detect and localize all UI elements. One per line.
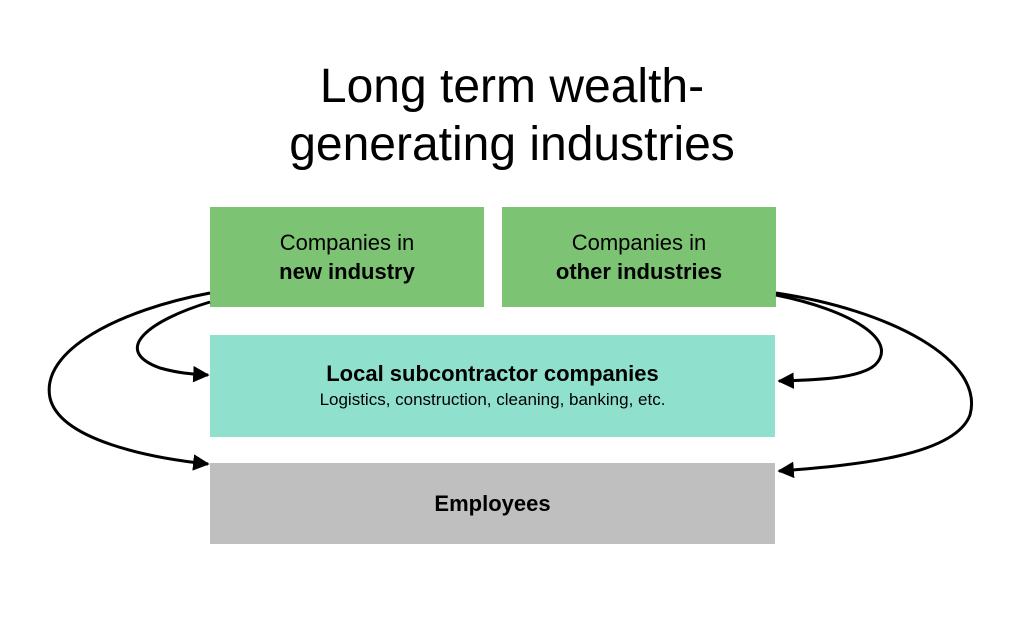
other-industries-line-1: Companies in bbox=[571, 230, 707, 255]
other-industries-line-2: other industries bbox=[555, 259, 723, 284]
arrow-new-to-employees bbox=[47, 291, 211, 471]
arrow-new-to-subcontractors bbox=[135, 300, 211, 383]
arrow-other-to-employees bbox=[775, 291, 974, 479]
employees-label: Employees bbox=[434, 490, 551, 516]
new-industry-line-1: Companies in bbox=[279, 230, 415, 255]
subcontractors-title: Local subcontractor companies bbox=[326, 361, 659, 386]
arrow-other-to-subcontractors bbox=[775, 293, 883, 389]
new-industry-line-2: new industry bbox=[279, 259, 415, 284]
other-industries-box: Companies in other industries bbox=[502, 207, 776, 307]
diagram-title: Long term wealth- generating industries bbox=[0, 58, 1024, 174]
new-industry-box: Companies in new industry bbox=[210, 207, 484, 307]
subcontractors-box: Local subcontractor companies Logistics,… bbox=[210, 335, 775, 437]
employees-box: Employees bbox=[210, 463, 775, 544]
title-line-2: generating industries bbox=[289, 118, 735, 171]
subcontractors-subtitle: Logistics, construction, cleaning, banki… bbox=[319, 390, 666, 409]
title-line-1: Long term wealth- bbox=[319, 60, 705, 113]
